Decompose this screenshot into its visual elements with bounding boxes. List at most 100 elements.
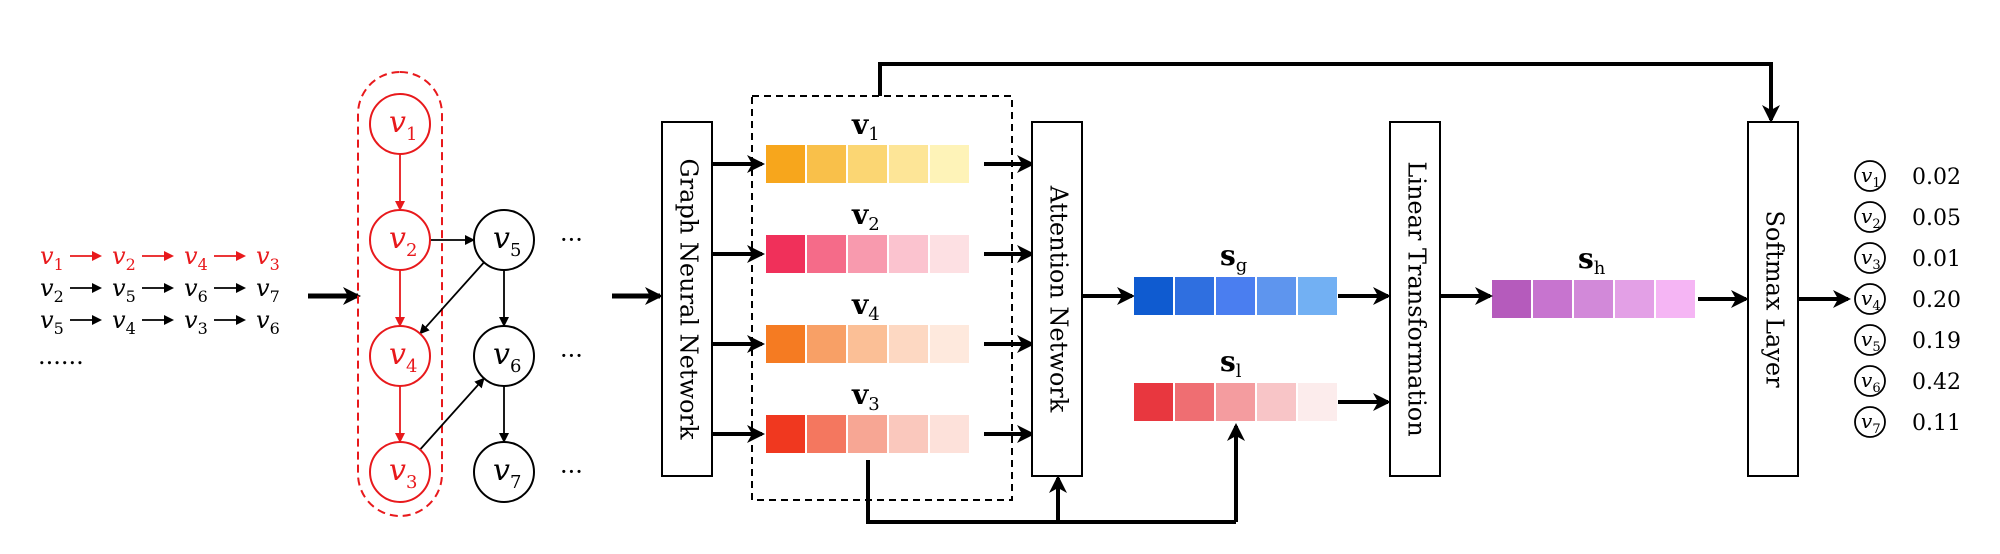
- session-node-v4: v4: [184, 242, 208, 274]
- graph-node-label-v2: v2: [389, 221, 417, 261]
- score-value-v6: 0.42: [1912, 370, 1961, 395]
- score-node-label-v2: v2: [1861, 204, 1881, 232]
- graph-continuation-dots: ···: [560, 458, 583, 486]
- embedding-sl-cell: [1175, 383, 1214, 421]
- embedding-label-sl: sl: [1220, 345, 1242, 382]
- session-node-v6: v6: [184, 274, 208, 306]
- score-node-label-v1: v1: [1861, 163, 1881, 191]
- score-node-v3: [1854, 242, 1886, 274]
- score-node-label-v6: v6: [1861, 368, 1881, 396]
- embedding-sg-cell: [1134, 277, 1173, 315]
- gnn-block: Graph Neural Network: [661, 121, 713, 477]
- linear-block: Linear Transformation: [1389, 121, 1441, 477]
- score-node-v4: [1854, 283, 1886, 315]
- linear-label: Linear Transformation: [1403, 161, 1431, 436]
- v3-feedback-path: [866, 460, 1236, 524]
- session-node-v2: v2: [40, 274, 64, 306]
- graph-node-label-v4: v4: [389, 337, 417, 377]
- score-node-v5: [1854, 324, 1886, 356]
- vector-v1-cell: [766, 145, 805, 183]
- vector-v1-cell: [930, 145, 969, 183]
- graph-node-v1: [369, 93, 431, 155]
- embedding-sg-cell: [1175, 277, 1214, 315]
- graph-node-label-v5: v5: [493, 221, 521, 261]
- graph-edge-v5-v4: [419, 261, 485, 335]
- softmax-block: Softmax Layer: [1747, 121, 1799, 477]
- embedding-sg-cell: [1298, 277, 1337, 315]
- graph-edge-v3-v6: [419, 377, 485, 451]
- embedding-label-sg: sg: [1220, 239, 1247, 276]
- embedding-sg-cell: [1216, 277, 1255, 315]
- session-node-v7: v7: [256, 274, 280, 306]
- graph-node-label-v7: v7: [493, 453, 521, 493]
- graph-node-v4: [369, 325, 431, 387]
- vector-v2-cell: [766, 235, 805, 273]
- vector-v1-cell: [848, 145, 887, 183]
- vector-v3-cell: [766, 415, 805, 453]
- softmax-label: Softmax Layer: [1761, 210, 1789, 388]
- vector-v3-cell: [930, 415, 969, 453]
- vector-label-v1: v1: [851, 108, 880, 145]
- score-value-v3: 0.01: [1912, 247, 1961, 272]
- session-embeddings: sg sl sh: [1134, 239, 1695, 421]
- vector-v2-cell: [930, 235, 969, 273]
- vector-v1-cell: [807, 145, 846, 183]
- attention-label: Attention Network: [1045, 185, 1073, 413]
- vector-v4-cell: [848, 325, 887, 363]
- vector-label-v2: v2: [851, 198, 880, 235]
- score-node-v6: [1854, 365, 1886, 397]
- score-value-v1: 0.02: [1912, 165, 1961, 190]
- session-node-v6: v6: [256, 306, 280, 338]
- score-value-v5: 0.19: [1912, 329, 1961, 354]
- session-node-v2: v2: [112, 242, 136, 274]
- vector-v4-cell: [930, 325, 969, 363]
- score-node-label-v5: v5: [1861, 327, 1881, 355]
- graph-node-v3: [369, 441, 431, 503]
- score-node-v1: [1854, 160, 1886, 192]
- vector-v4-cell: [889, 325, 928, 363]
- attention-block: Attention Network: [1031, 121, 1083, 477]
- vector-v3-cell: [848, 415, 887, 453]
- graph-node-label-v1: v1: [389, 105, 417, 145]
- session-highlight-box: [357, 71, 443, 517]
- top-skip-path: [878, 62, 1780, 123]
- embedding-label-sh: sh: [1578, 242, 1606, 279]
- node-vectors: v1 v2 v4 v3: [712, 108, 1035, 453]
- vector-v2-cell: [807, 235, 846, 273]
- vector-v4-cell: [807, 325, 846, 363]
- graph-node-v2: [369, 209, 431, 271]
- vector-v2-cell: [889, 235, 928, 273]
- vector-label-v3: v3: [851, 378, 880, 415]
- vector-label-v4: v4: [851, 288, 880, 325]
- graph-node-v6: [473, 325, 535, 387]
- graph-continuation-dots: ···: [560, 342, 583, 370]
- embedding-sh-cell: [1533, 280, 1572, 318]
- vector-v1-cell: [889, 145, 928, 183]
- score-node-label-v4: v4: [1861, 286, 1881, 314]
- session-node-v4: v4: [112, 306, 136, 338]
- embedding-sh-cell: [1615, 280, 1654, 318]
- embedding-sl-cell: [1134, 383, 1173, 421]
- graph-node-v7: [473, 441, 535, 503]
- embedding-sh-cell: [1574, 280, 1613, 318]
- embedding-sl-cell: [1216, 383, 1255, 421]
- score-node-label-v3: v3: [1861, 245, 1881, 273]
- session-node-v5: v5: [112, 274, 136, 306]
- vector-v4-cell: [766, 325, 805, 363]
- score-node-label-v7: v7: [1861, 409, 1881, 437]
- session-node-v1: v1: [40, 242, 64, 274]
- graph-continuation-dots: ···: [560, 226, 583, 254]
- session-node-v3: v3: [184, 306, 208, 338]
- embedding-sh-cell: [1492, 280, 1531, 318]
- graph-node-label-v6: v6: [493, 337, 521, 377]
- embedding-sl-cell: [1257, 383, 1296, 421]
- score-value-v7: 0.11: [1912, 411, 1961, 436]
- node-vectors-box: [751, 95, 1013, 501]
- embedding-sl-cell: [1298, 383, 1337, 421]
- graph-node-v5: [473, 209, 535, 271]
- score-node-v7: [1854, 406, 1886, 438]
